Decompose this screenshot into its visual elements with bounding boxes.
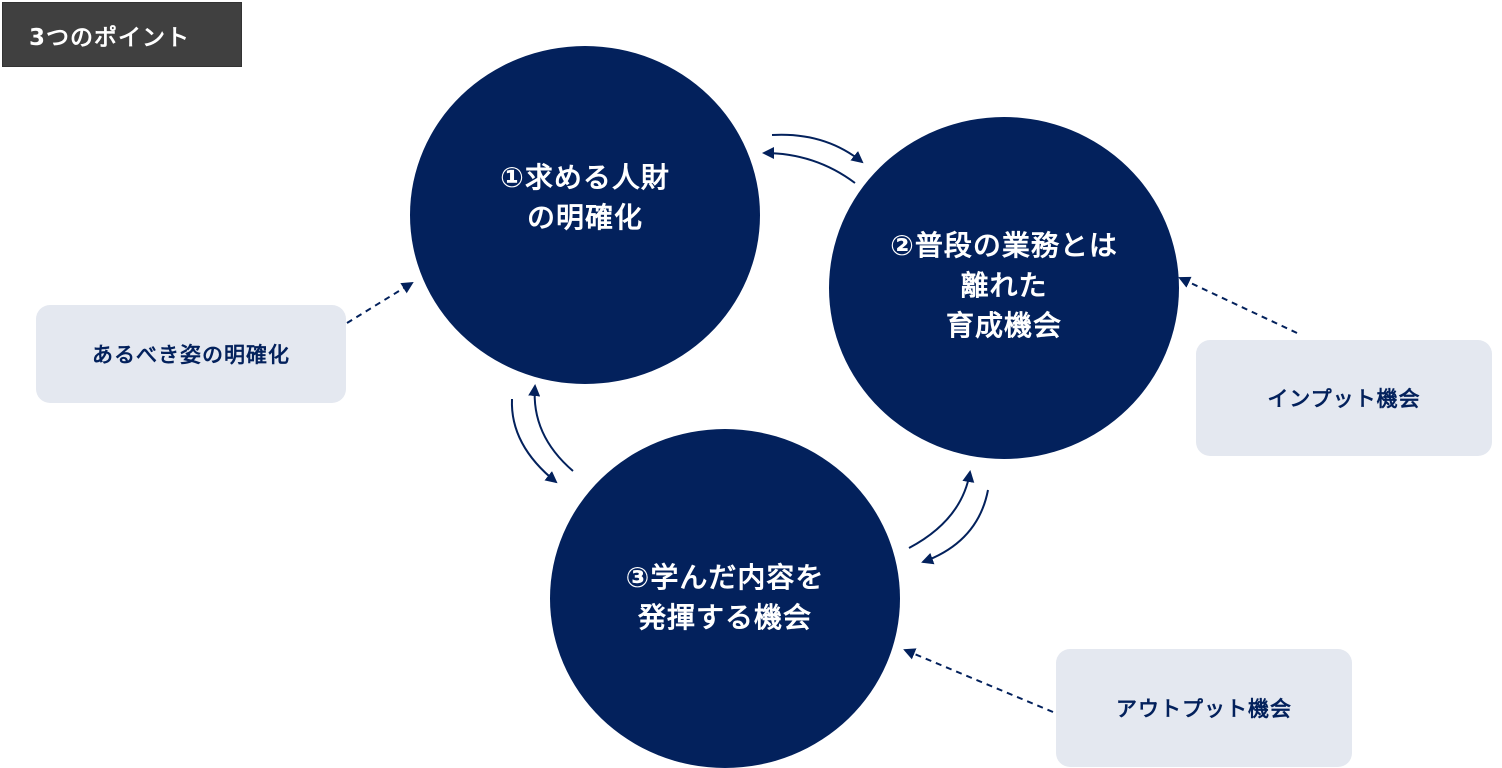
arrow-c1-to-c2 (771, 133, 864, 164)
box-2-label: インプット機会 (1267, 387, 1421, 411)
box-1-label: あるべき姿の明確化 (92, 343, 290, 367)
arrow-c3-to-c1 (528, 384, 574, 472)
box-3-label: アウトプット機会 (1116, 697, 1292, 721)
box-output-opportunity: アウトプット機会 (1056, 649, 1352, 767)
section-title-tag: 3つのポイント (2, 2, 242, 67)
circle-offsite-training: ②普段の業務とは 離れた 育成機会 (829, 117, 1179, 459)
dashed-arrow-box2-to-c2 (1178, 276, 1298, 334)
circle-3-label: ③学んだ内容を 発揮する機会 (625, 560, 825, 634)
box-input-opportunity: インプット機会 (1196, 340, 1492, 456)
circle-requirement-clarification: ①求める人財 の明確化 (410, 46, 760, 384)
arrow-c2-to-c3 (921, 489, 989, 565)
arrow-c1-to-c3 (510, 398, 558, 484)
circle-2-label: ②普段の業務とは 離れた 育成機会 (890, 229, 1118, 342)
section-title-label: 3つのポイント (29, 24, 191, 51)
arrow-c3-to-c2 (908, 470, 975, 549)
arrow-c2-to-c1 (762, 147, 856, 184)
dashed-arrow-box1-to-c1 (346, 281, 414, 324)
circle-apply-learning: ③学んだ内容を 発揮する機会 (550, 429, 900, 768)
circle-1-label: ①求める人財 の明確化 (500, 161, 670, 234)
box-ideal-state: あるべき姿の明確化 (36, 305, 346, 403)
dashed-arrow-box3-to-c3 (903, 648, 1054, 713)
